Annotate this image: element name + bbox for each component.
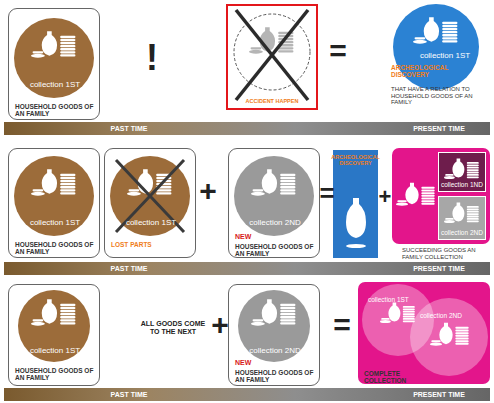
collection-label: collection 2ND [420, 312, 480, 319]
succeeding-box: SUCCEEDING GOODS AN FAMILY COLLECTIONcol… [392, 148, 490, 244]
collection-circle: collection 2ND [410, 298, 488, 376]
caption: HOUSEHOLD GOODS OF AN FAMILY [235, 243, 315, 257]
collection-label: collection 1ST [368, 296, 428, 303]
time-band: PAST TIME PRESENT TIME [4, 388, 490, 401]
goods-icon [251, 169, 295, 195]
band-label: PRESENT TIME [394, 391, 484, 398]
plus-sign: + [196, 176, 220, 206]
cross-mark [116, 160, 184, 232]
band-label: PRESENT TIME [394, 265, 484, 272]
caption: HOUSEHOLD GOODS OF AN FAMILY [235, 369, 315, 383]
discovery-box: ARCHEOLOGICAL DISCOVERY [333, 150, 378, 258]
equals-sign: = [319, 180, 335, 206]
collection-card: collection 1ST HOUSEHOLD GOODS OF AN FAMI… [8, 148, 100, 258]
caption: SUCCEEDING GOODS AN FAMILY COLLECTION [402, 247, 490, 260]
collection-label: collection 1ND [441, 181, 485, 188]
time-band: PAST TIME PRESENT TIME [4, 122, 490, 135]
goods-icon [31, 169, 75, 195]
new-tag: NEW [235, 233, 275, 241]
plus-sign: + [378, 186, 392, 208]
caption: HOUSEHOLD GOODS OF AN FAMILY [15, 367, 95, 381]
collection-box: collection 1ND [438, 152, 486, 192]
goods-icon [251, 299, 295, 325]
cross-mark [236, 10, 308, 100]
discovery-circle: collection 1STARCHEOLOGICAL DISCOVERYTHA… [393, 4, 479, 90]
goods-icon [127, 169, 171, 195]
exclamation-mark: ! [142, 40, 162, 76]
equals-sign: = [328, 36, 348, 66]
collection-label: collection 2ND [245, 347, 305, 356]
new-collection-card: collection 2ND NEW HOUSEHOLD GOODS OF AN F… [228, 148, 320, 258]
band-label: PRESENT TIME [394, 125, 484, 132]
collection-label: collection 1ST [25, 219, 85, 228]
cross-mark [236, 10, 308, 100]
goods-icon [249, 27, 293, 53]
goods-icon [31, 31, 75, 57]
collection-circle [14, 156, 94, 236]
collection-box: collection 2ND [438, 196, 486, 240]
caption: THAT HAVE A RELATION TO HOUSEHOLD GOODS … [391, 86, 479, 106]
collection-circle [18, 290, 90, 362]
goods-icon [31, 299, 75, 325]
band-label: PAST TIME [84, 125, 174, 132]
collection-label: collection 1ST [25, 81, 85, 90]
complete-box: COMPLETE COLLECTION collection 1ST collect… [358, 282, 490, 384]
collection-label: collection 1ST [121, 219, 181, 228]
collection-label: collection 1ST [415, 52, 475, 61]
collection-circle [110, 156, 190, 236]
discovery-label: ARCHEOLOGICAL DISCOVERY [391, 64, 449, 78]
collection-circle [14, 18, 94, 98]
plus-sign: + [210, 310, 230, 340]
caption: HOUSEHOLD GOODS OF AN FAMILY [15, 103, 95, 117]
lost-circle [234, 14, 310, 90]
equals-sign: = [330, 310, 354, 340]
time-band: PAST TIME PRESENT TIME [4, 262, 490, 275]
caption: COMPLETE COLLECTION [364, 370, 444, 384]
lost-card: collection 1ST LOST PARTS [104, 148, 196, 258]
collection-label: collection 1ST [25, 347, 85, 356]
new-tag: NEW [235, 359, 275, 367]
collection-card: collection 1ST HOUSEHOLD GOODS OF AN FAMI… [8, 8, 100, 120]
band-label: PAST TIME [84, 391, 174, 398]
cross-mark [116, 160, 184, 232]
collection-circle [238, 290, 310, 362]
new-collection-card: collection 2ND NEW HOUSEHOLD GOODS OF AN F… [228, 284, 320, 386]
accident-box: ACCIDENT HAPPEN [226, 4, 318, 110]
band-label: PAST TIME [84, 265, 174, 272]
collection-circle [234, 156, 314, 236]
caption: HOUSEHOLD GOODS OF AN FAMILY [15, 241, 95, 255]
collection-card: collection 1ST HOUSEHOLD GOODS OF AN FAMI… [8, 284, 100, 386]
discovery-label: ARCHEOLOGICAL DISCOVERY [328, 154, 383, 166]
accident-label: ACCIDENT HAPPEN [228, 98, 316, 104]
lost-label: LOST PARTS [111, 241, 191, 248]
collection-label: collection 2ND [245, 219, 305, 228]
note-text: ALL GOODS COME TO THE NEXT [138, 320, 208, 336]
collection-label: collection 2ND [441, 229, 485, 236]
